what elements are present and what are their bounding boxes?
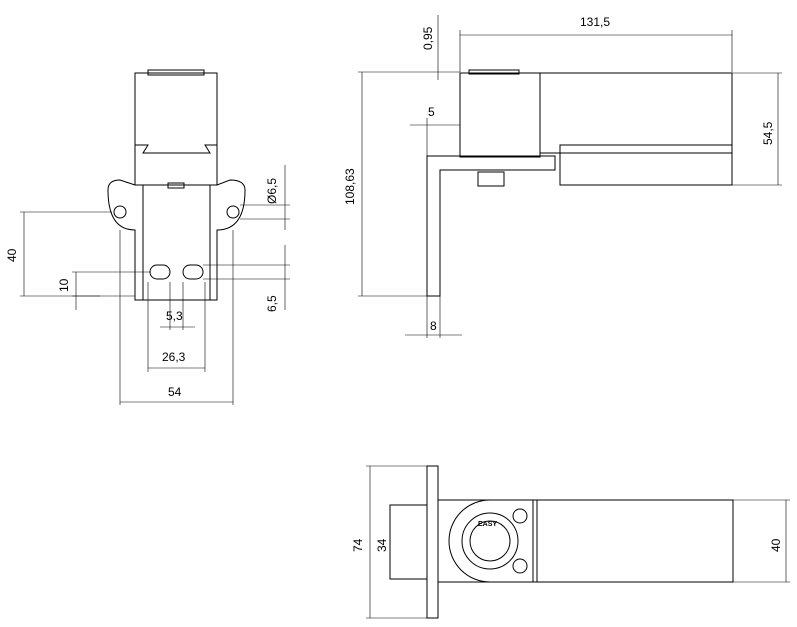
dim-length: 131,5 bbox=[580, 15, 610, 29]
dim-hole-diameter: Ø6,5 bbox=[265, 178, 279, 204]
dim-offset: 0,95 bbox=[421, 26, 435, 50]
dim-slot-span: 26,3 bbox=[162, 350, 186, 364]
dim-width: 40 bbox=[769, 538, 783, 552]
side-view: 131,5 0,95 108,63 54,5 5 8 bbox=[343, 15, 782, 338]
dim-hole-spacing-v: 40 bbox=[5, 248, 19, 262]
dim-total-width: 54 bbox=[168, 385, 182, 399]
dim-slot-height: 10 bbox=[57, 278, 71, 292]
dim-bracket: 5 bbox=[428, 105, 435, 119]
dim-plate-length: 74 bbox=[351, 538, 365, 552]
logo-easy: EASY bbox=[478, 521, 497, 528]
dim-plate: 8 bbox=[430, 319, 437, 333]
dim-slot-width: 6,5 bbox=[265, 295, 279, 312]
dim-slot-gap: 5,3 bbox=[166, 309, 183, 323]
easy-knob bbox=[461, 512, 519, 570]
dim-mount: 34 bbox=[375, 538, 389, 552]
top-view: EASY 74 34 40 bbox=[351, 465, 790, 619]
front-view: 40 10 Ø6,5 6,5 5,3 26,3 54 bbox=[5, 69, 290, 405]
dim-height: 54,5 bbox=[761, 121, 775, 145]
dim-total-height: 108,63 bbox=[343, 168, 357, 205]
